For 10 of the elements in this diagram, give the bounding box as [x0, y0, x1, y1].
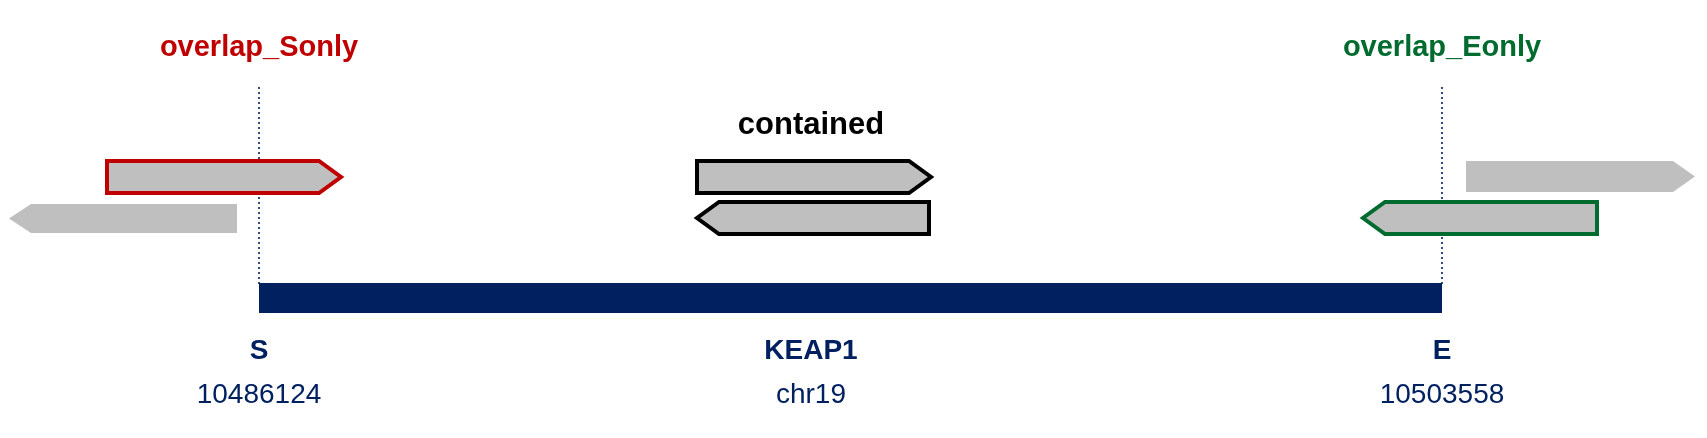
boundary-label: S	[249, 336, 269, 364]
gene-name-label: KEAP1	[764, 336, 858, 364]
category-label: overlap_Eonly	[1342, 32, 1542, 61]
category-label: overlap_Sonly	[159, 32, 359, 61]
coordinate-label: 10486124	[196, 380, 322, 408]
chromosome-label: chr19	[776, 380, 846, 408]
coordinate-label: 10503558	[1379, 380, 1505, 408]
category-label: contained	[737, 108, 885, 139]
boundary-label: E	[1432, 336, 1452, 364]
gene-bar	[259, 283, 1442, 313]
